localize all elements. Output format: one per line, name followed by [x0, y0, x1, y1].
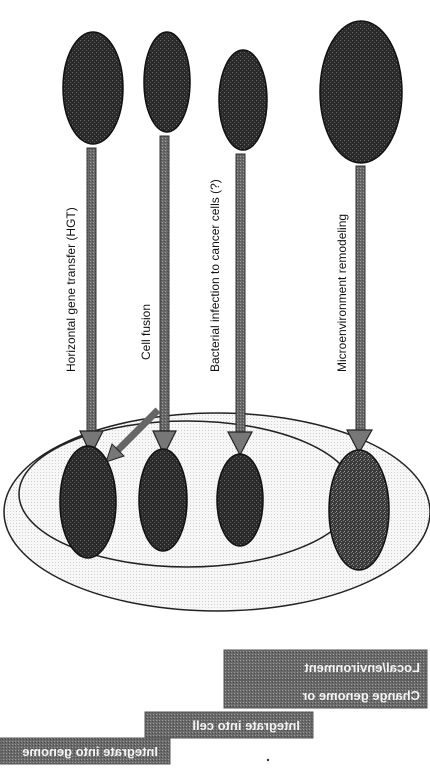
arrow-bacteria — [228, 154, 252, 455]
arrow-hgt — [80, 148, 103, 455]
box-integrate-genome: Integrate into genome — [0, 738, 170, 764]
arrow-microenvironment — [347, 166, 372, 453]
box-change-genome-text: Change genome or — [302, 688, 420, 703]
recipient-cell-bacteria — [217, 454, 263, 546]
source-cell-bacteria — [219, 50, 267, 150]
recipient-cell-hgt — [60, 446, 116, 558]
box-integrate-cell-text: Integrate into cell — [192, 718, 300, 733]
box-change-genome: Change genome or — [224, 680, 427, 708]
source-cell-hgt — [63, 32, 123, 144]
box-local-environment: Local/environment — [224, 650, 427, 682]
artifact-dot — [267, 759, 269, 761]
arrow-cell-fusion — [153, 136, 176, 455]
source-cell-microenvironment — [320, 21, 402, 163]
recipient-cell-fusion — [139, 449, 187, 551]
label-bacteria: Bacterial infection to cancer cells (?) — [208, 179, 222, 372]
label-cell-fusion: Cell fusion — [139, 304, 153, 360]
recipient-cell-microenvironment — [329, 450, 389, 570]
source-cell-fusion — [144, 32, 190, 132]
label-microenvironment: Microenvironment remodeling — [335, 214, 349, 372]
box-integrate-genome-text: Integrate into genome — [22, 744, 158, 759]
box-local-environment-text: Local/environment — [304, 660, 420, 675]
label-hgt: Horizontal gene transfer (HGT) — [64, 207, 78, 372]
box-integrate-cell: Integrate into cell — [145, 712, 313, 738]
